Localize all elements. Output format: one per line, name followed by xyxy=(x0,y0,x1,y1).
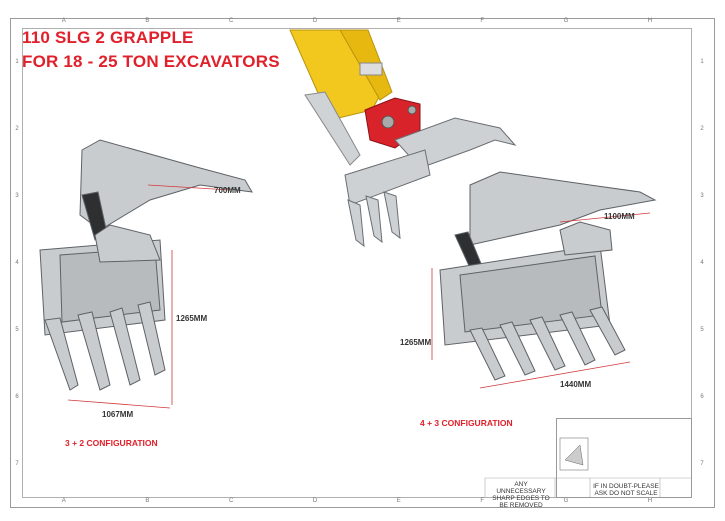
title-line-2: FOR 18 - 25 TON EXCAVATORS xyxy=(22,52,280,71)
left-ruler: 1 2 3 4 5 6 7 xyxy=(12,28,22,498)
right-ruler-mark-1: 2 xyxy=(700,125,704,132)
bottom-ruler-mark-3: D xyxy=(312,498,318,504)
left-ruler-mark-2: 3 xyxy=(15,192,19,199)
right-height-dimension: 1265MM xyxy=(400,338,432,347)
bottom-ruler-mark-0: A xyxy=(61,498,66,504)
left-ruler-mark-1: 2 xyxy=(15,125,19,132)
title-line-1: 110 SLG 2 GRAPPLE xyxy=(22,28,194,47)
bottom-ruler-mark-5: F xyxy=(480,498,484,504)
right-ruler-mark-4: 5 xyxy=(700,327,704,334)
left-ruler-mark-5: 6 xyxy=(15,394,19,401)
left-configuration-label: 3 + 2 CONFIGURATION xyxy=(65,438,158,448)
left-ruler-mark-4: 5 xyxy=(15,327,19,334)
bottom-ruler: A B C D E F G H xyxy=(22,498,692,508)
top-ruler-mark-1: B xyxy=(145,18,150,24)
right-ruler-mark-6: 7 xyxy=(700,461,704,468)
left-width-dimension: 700MM xyxy=(214,186,241,195)
top-ruler-mark-5: F xyxy=(480,18,484,24)
left-ruler-mark-3: 4 xyxy=(15,259,19,266)
top-ruler-mark-3: D xyxy=(312,18,318,24)
top-ruler-mark-4: E xyxy=(396,18,401,24)
drawing-frame xyxy=(22,28,692,498)
top-ruler: A B C D E F G H xyxy=(22,18,692,28)
title-block xyxy=(556,418,692,498)
right-ruler: 1 2 3 4 5 6 7 xyxy=(697,28,707,498)
bottom-ruler-mark-7: H xyxy=(647,498,653,504)
drawing-sheet-border xyxy=(10,18,715,508)
do-not-scale-note: IF IN DOUBT-PLEASE ASK DO NOT SCALE xyxy=(593,483,659,497)
title-block-thumbnail xyxy=(559,437,589,471)
top-ruler-mark-2: C xyxy=(228,18,234,24)
right-ruler-mark-5: 6 xyxy=(700,394,704,401)
right-ruler-mark-3: 4 xyxy=(700,259,704,266)
top-ruler-mark-7: H xyxy=(647,18,653,24)
left-grapple xyxy=(39,139,253,391)
left-ruler-mark-6: 7 xyxy=(15,461,19,468)
bottom-ruler-mark-1: B xyxy=(145,498,150,504)
right-bottom-dimension: 1440MM xyxy=(560,380,592,389)
bottom-ruler-mark-6: G xyxy=(563,498,569,504)
right-ruler-mark-2: 3 xyxy=(700,192,704,199)
left-ruler-mark-0: 1 xyxy=(15,58,19,65)
top-ruler-mark-6: G xyxy=(563,18,569,24)
dimension-lines xyxy=(67,184,651,409)
bottom-ruler-mark-4: E xyxy=(396,498,401,504)
sharp-edges-note: ANY UNNECESSARY SHARP EDGES TO BE REMOVE… xyxy=(492,481,550,509)
left-bottom-dimension: 1067MM xyxy=(102,410,134,419)
top-ruler-mark-0: A xyxy=(61,18,66,24)
title-block-lines xyxy=(484,477,692,498)
bottom-ruler-mark-2: C xyxy=(228,498,234,504)
right-ruler-mark-0: 1 xyxy=(700,58,704,65)
right-configuration-label: 4 + 3 CONFIGURATION xyxy=(420,418,513,428)
attached-grapple xyxy=(344,117,517,248)
left-height-dimension: 1265MM xyxy=(176,314,208,323)
right-width-dimension: 1100MM xyxy=(604,212,635,221)
right-grapple xyxy=(439,171,657,381)
